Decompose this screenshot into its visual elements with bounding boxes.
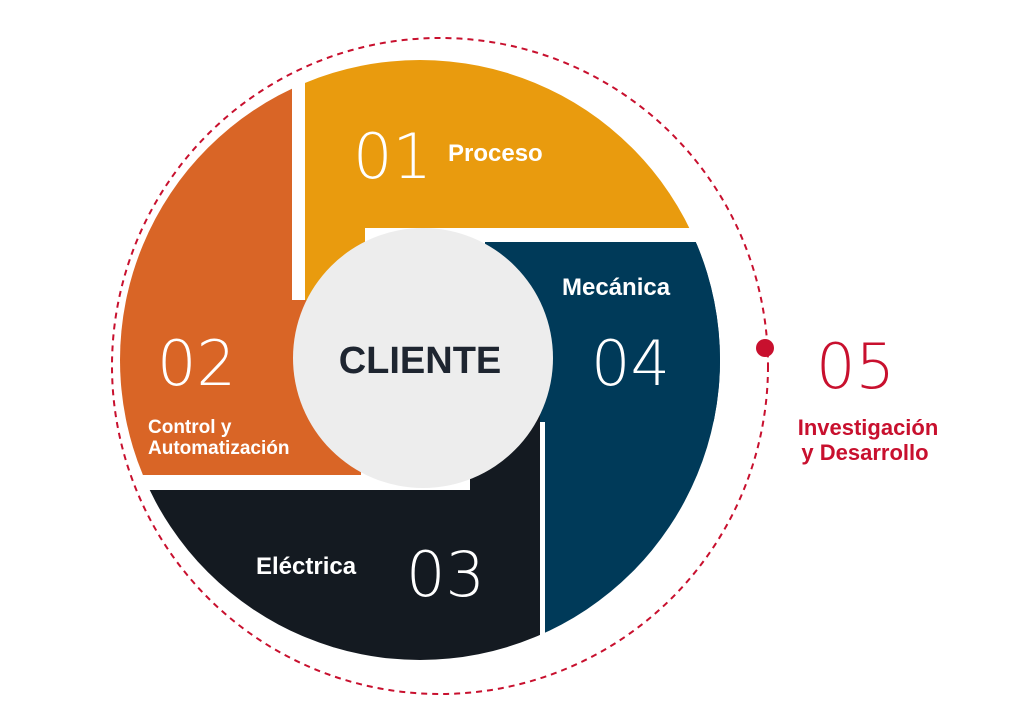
- segment-3-label: Eléctrica: [256, 553, 357, 580]
- segment-2-label-line2: Automatización: [148, 438, 289, 459]
- segment-4-number: 04: [591, 327, 670, 400]
- segment-4-label: Mecánica: [562, 274, 671, 301]
- segment-3-number: 03: [406, 538, 485, 611]
- outer-label-line1: Investigación: [798, 415, 939, 440]
- outer-number: 05: [816, 330, 895, 403]
- segment-2-number: 02: [157, 327, 236, 400]
- center-label: CLIENTE: [339, 340, 502, 382]
- segment-1-label: Proceso: [448, 140, 543, 167]
- center-circle: [293, 228, 553, 488]
- segment-2-label-line1: Control y: [148, 417, 232, 438]
- outer-label-line2: y Desarrollo: [801, 440, 928, 465]
- segment-1-number: 01: [353, 120, 432, 193]
- outer-dashed-ring: [111, 37, 769, 695]
- outer-ring-marker: [756, 339, 774, 357]
